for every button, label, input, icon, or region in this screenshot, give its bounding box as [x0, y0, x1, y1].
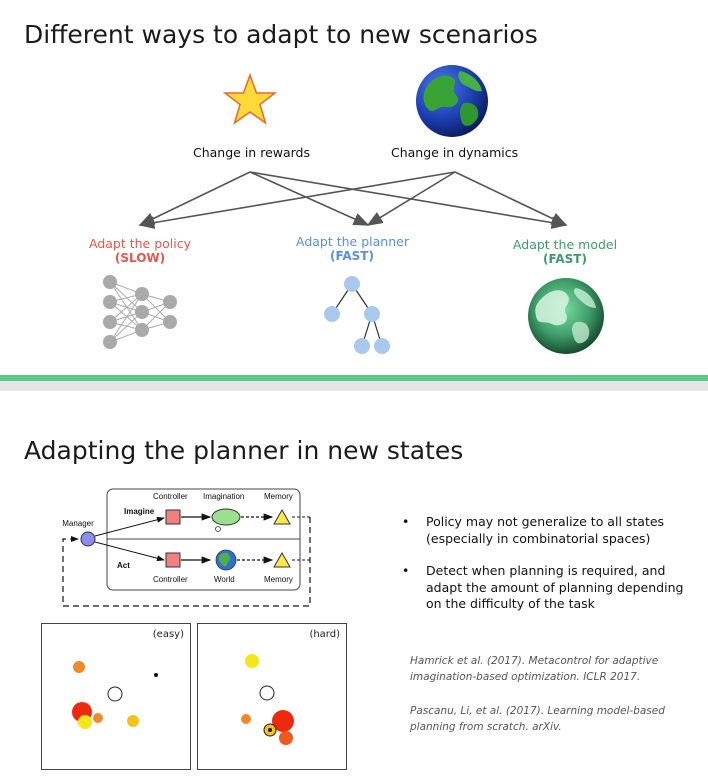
metacontrol-diagram: Manager Imagine Controller Imagination M…	[62, 488, 311, 607]
reference-item: Pascanu, Li, et al. (2017). Learning mod…	[410, 705, 665, 733]
target-planner-speed: (FAST)	[330, 249, 374, 263]
bullet-list: • Policy may not generalize to all state…	[400, 514, 700, 629]
act-memory-triangle	[273, 551, 291, 568]
manager-label: Manager	[62, 519, 94, 528]
bullet-text: Policy may not generalize to all states …	[426, 514, 665, 546]
bullet-item: • Policy may not generalize to all state…	[400, 514, 700, 547]
imagination-cloud-icon	[211, 508, 241, 526]
imagine-label: Imagine	[124, 507, 155, 516]
hard-panel-label: (hard)	[309, 629, 340, 640]
bullet-item: • Detect when planning is required, and …	[400, 563, 700, 613]
imagine-controller-box	[165, 509, 181, 525]
imagine-controller-label: Controller	[153, 492, 188, 501]
target-model-speed: (FAST)	[543, 252, 587, 266]
globe-icon	[416, 65, 488, 137]
tree-icon	[324, 276, 390, 354]
source-label-rewards: Change in rewards	[193, 145, 311, 160]
green-globe-icon	[528, 278, 604, 354]
bullet-dot-icon: •	[402, 514, 410, 529]
reference-item: Hamrick et al. (2017). Metacontrol for a…	[410, 655, 659, 683]
hard-scene-panel: (hard)	[197, 623, 347, 770]
act-label: Act	[117, 561, 130, 570]
target-policy-speed: (SLOW)	[114, 251, 166, 265]
adaptation-arrows	[138, 171, 568, 229]
top-slide-title: Different ways to adapt to new scenarios	[24, 20, 538, 49]
bottom-slide-title: Adapting the planner in new states	[24, 436, 464, 465]
section-gap	[0, 381, 708, 391]
target-policy: Adapt the policy (SLOW)	[88, 236, 192, 265]
act-controller-box	[165, 552, 181, 568]
imagine-memory-triangle	[273, 508, 291, 525]
target-model: Adapt the model (FAST)	[512, 237, 618, 266]
act-controller-label: Controller	[153, 575, 188, 584]
star-icon	[222, 73, 278, 125]
imagine-memory-label: Memory	[264, 492, 293, 501]
act-memory-label: Memory	[264, 575, 293, 584]
target-policy-label: Adapt the policy	[88, 236, 192, 251]
section-divider	[0, 375, 708, 381]
target-planner: Adapt the planner (FAST)	[296, 234, 409, 263]
imagination-label: Imagination	[203, 492, 244, 501]
target-model-label: Adapt the model	[512, 237, 618, 252]
easy-scene-panel: (easy)	[41, 623, 191, 770]
bullet-dot-icon: •	[402, 563, 410, 578]
target-planner-label: Adapt the planner	[296, 234, 409, 249]
easy-panel-label: (easy)	[152, 629, 184, 640]
manager-node	[80, 531, 96, 547]
world-label: World	[214, 575, 235, 584]
source-label-dynamics: Change in dynamics	[391, 145, 519, 160]
references: Hamrick et al. (2017). Metacontrol for a…	[410, 653, 700, 753]
feedback-loop-dashed	[62, 517, 311, 607]
neural-network-icon	[103, 275, 177, 349]
bullet-text: Detect when planning is required, and ad…	[426, 563, 684, 611]
